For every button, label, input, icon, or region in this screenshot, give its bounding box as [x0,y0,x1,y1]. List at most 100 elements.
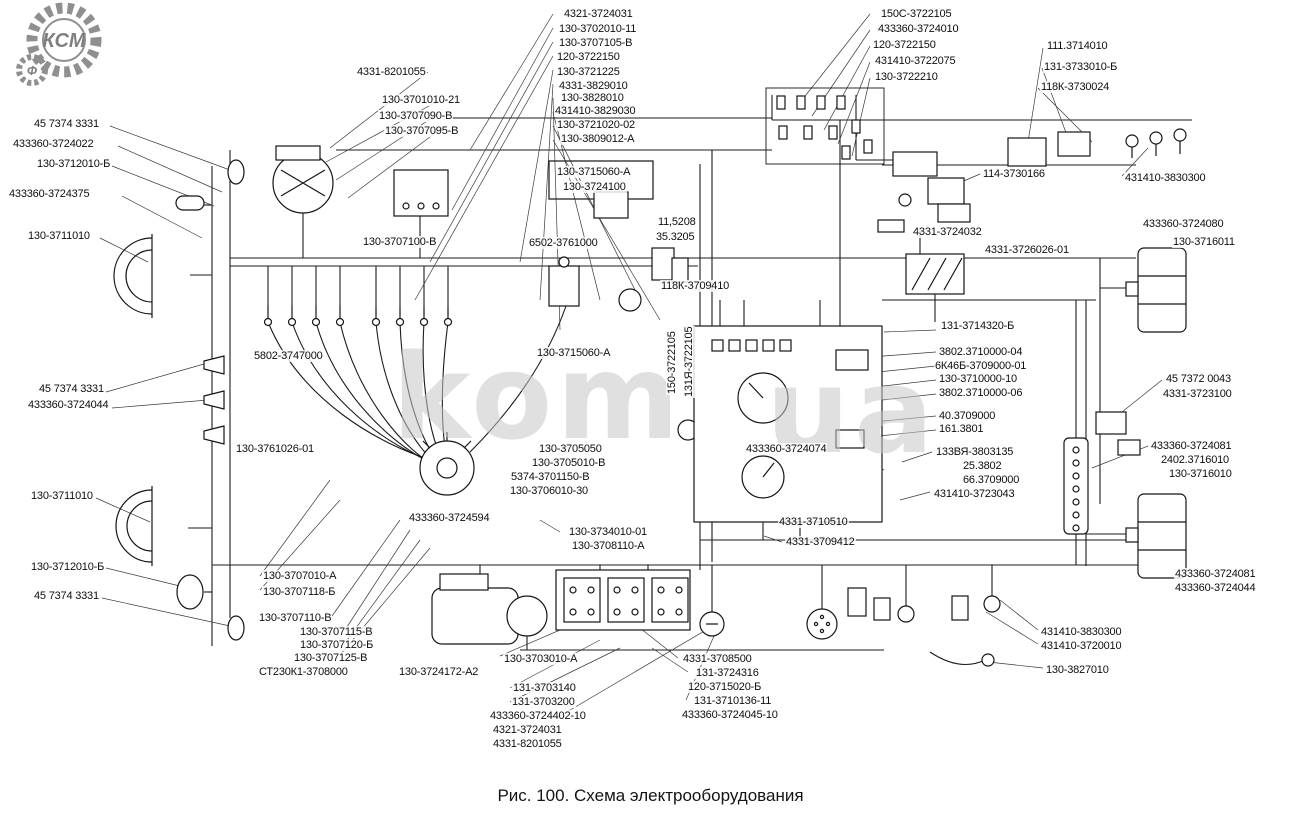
part-label: 431410-3830300 [1040,626,1123,638]
part-label: 5802-3747000 [253,350,324,362]
part-label: 130-3711010 [27,230,91,242]
marker-lamp-symbol [227,615,245,641]
part-label: 4331-8201055 [492,738,563,750]
part-label: 130-3707095-В [384,125,460,137]
part-label: 130-3705050 [538,443,603,455]
part-label: 45 7374 3331 [33,590,100,602]
relay-symbol [593,191,629,219]
part-label: 131-3733010-Б [1043,61,1119,73]
part-label: 4321-3724031 [492,724,563,736]
part-label: 433360-3724044 [27,399,110,411]
part-label: 433360-3724010 [877,23,960,35]
logo-text: КСМ [42,30,86,52]
part-label: 118К-3709410 [660,280,731,292]
foglamp-symbol [115,486,153,566]
part-label: 6502-3761000 [528,237,599,249]
part-label: 130-3703010-А [503,653,579,665]
part-label: 433360-3724081 [1150,440,1233,452]
part-label: 120-3722150 [556,51,621,63]
part-label: 130-3707118-Б [262,586,337,598]
part-label: 4331-3829010 [558,80,629,92]
part-label: 120-3722150 [872,39,937,51]
terminal-block-symbol [555,569,691,631]
tail-lamp-symbol-top [1125,247,1187,333]
part-label: 433360-3724594 [408,512,491,524]
connector-strip-symbol [1063,437,1089,535]
part-label: 66.3709000 [962,474,1021,486]
gear-inner-ring-icon [42,18,86,62]
part-label: СТ230К1-3708000 [258,666,349,678]
gear-ring-icon [26,2,102,78]
part-label: 130-3721225 [556,66,621,78]
part-label: 130-3707110-В [258,612,333,624]
generator-symbol [272,145,334,214]
part-label: 131-3703140 [512,682,577,694]
marker-lamp-symbol [227,159,245,185]
gauge-symbol [618,288,642,312]
part-label: 131Я-3722105 [683,325,695,398]
part-label: 40.3709000 [938,410,997,422]
part-label: 431410-3722075 [874,55,957,67]
figure-caption: Рис. 100. Схема электрооборудования [497,786,804,805]
components [113,87,1187,667]
part-label: 130-3707010-А [262,570,338,582]
part-label: 131-3703200 [511,696,576,708]
part-label: 130-3721020-02 [556,119,636,131]
part-label: 3802.3710000-06 [938,387,1024,399]
part-label: 131-3724316 [695,667,760,679]
small-components [847,587,1001,667]
part-label: 45 7374 3331 [38,383,105,395]
part-label: 130-3706010-30 [509,485,589,497]
part-label: 433360-3724080 [1142,218,1225,230]
part-label: 2402.3716010 [1160,454,1230,466]
connector-cluster [776,95,873,160]
tail-lamp-symbol-bottom [1125,493,1187,579]
part-label: 433360-3724375 [8,188,91,200]
ignition-switch-symbol [699,611,725,637]
part-label: 130-3724100 [562,181,627,193]
part-label: 130-3710000-10 [938,373,1018,385]
part-label: 133ВЯ-3803135 [935,446,1015,458]
publisher-gear-logo: КСМ Ф [16,2,102,86]
part-label: 45 7374 3331 [33,118,100,130]
part-label: 130-3716010 [1168,468,1233,480]
part-label: 130-3715060-А [556,166,632,178]
part-label: 130-3705010-В [531,457,607,469]
part-label: 4331-3723100 [1162,388,1233,400]
part-label: 433360-3724045-10 [681,709,779,721]
part-label: 45 7372 0043 [1165,373,1232,385]
part-label: 4331-3708500 [682,653,753,665]
part-label: 130-3711010 [30,490,94,502]
part-label: 130-3707105-В [558,37,634,49]
ignition-coil-symbol [548,256,580,307]
part-label: 131-3710136-11 [693,695,773,707]
part-label: 4321-3724031 [563,8,634,20]
part-label: 130-3707125-В [293,652,369,664]
lamp-symbol [176,574,204,610]
hatched-relay-symbol [905,253,965,295]
part-label: 433360-3724402-10 [489,710,587,722]
part-label: 130-3701010-21 [381,94,461,106]
part-label: 130-3734010-01 [568,526,648,538]
small-gear-icon [16,54,48,86]
relay-symbol [1095,411,1127,435]
part-label: 111.3714010 [1046,40,1109,52]
part-label: 5374-3701150-В [510,471,591,483]
part-label: 130-3707100-В [362,236,438,248]
part-label: 150-3722105 [666,330,678,395]
part-label: 130-3707090-В [378,110,454,122]
voltage-regulator-symbol [393,169,449,217]
headlamp-symbol [113,234,153,318]
part-label: 4331-3724032 [912,226,983,238]
part-label: 431410-3723043 [933,488,1016,500]
part-label: 3802.3710000-04 [938,346,1024,358]
part-label: 433360-3724074 [745,443,828,455]
part-label: 431410-3720010 [1040,640,1123,652]
part-label: 433360-3724044 [1174,582,1257,594]
part-label: 130-3827010 [1045,664,1110,676]
top-right-lamp-symbols [1125,128,1187,158]
part-label: 130-3828010 [560,92,625,104]
part-label: 120-3715020-Б [687,681,763,693]
